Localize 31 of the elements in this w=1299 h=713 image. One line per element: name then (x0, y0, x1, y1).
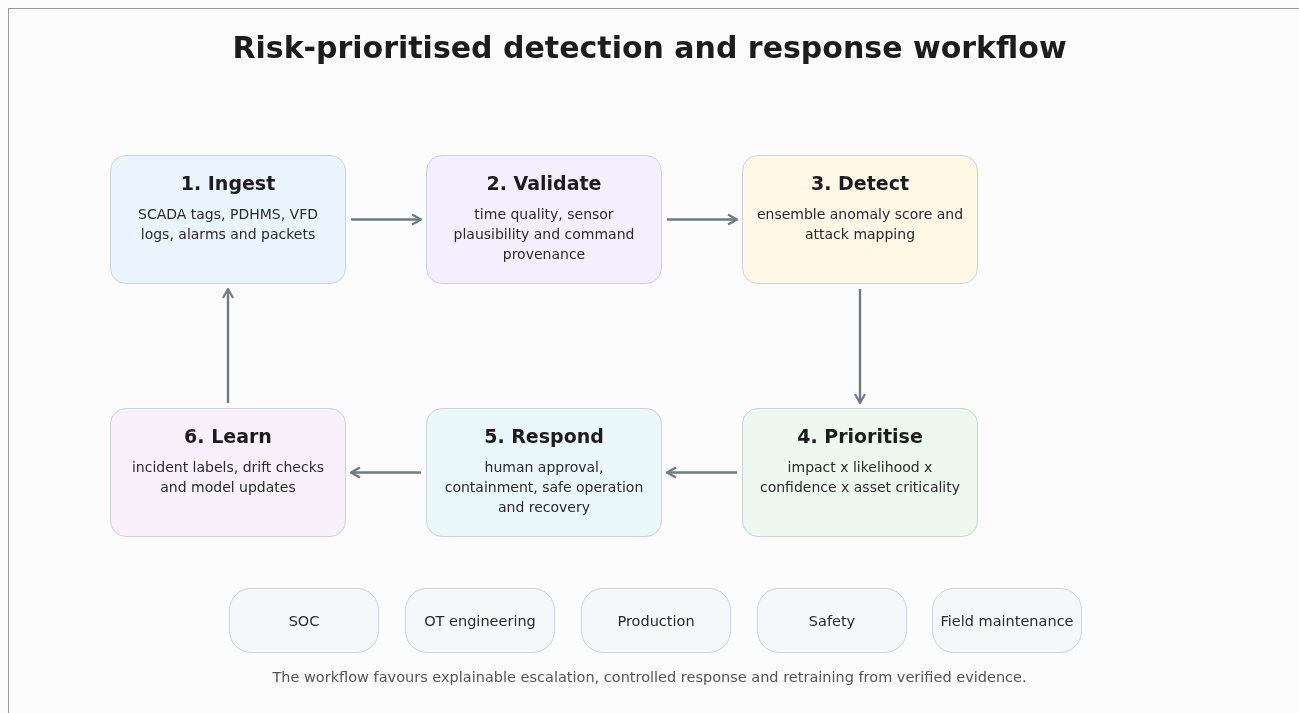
step-description: time quality, sensor plausibility and command provenance (452, 205, 636, 264)
team-chip: Safety (757, 588, 907, 653)
team-chip: OT engineering (405, 588, 555, 653)
step-heading: 3. Detect (811, 172, 909, 194)
team-chip: SOC (229, 588, 379, 653)
arrow (667, 213, 739, 226)
step-heading: 6. Learn (184, 425, 272, 447)
step-box (426, 408, 662, 537)
team-chip: Field maintenance (932, 588, 1082, 653)
step-box (426, 155, 662, 284)
team-chip: Production (581, 588, 731, 653)
step-box (110, 408, 346, 537)
diagram-title: Risk-prioritised detection and response workflow (231, 30, 1068, 65)
arrow (853, 289, 867, 405)
step-box (742, 155, 978, 284)
arrow (665, 466, 737, 479)
step-description: incident labels, drift checks and model updates (130, 458, 326, 497)
step-heading: 2. Validate (486, 172, 602, 194)
arrow (221, 287, 235, 403)
step-description: human approval, containment, safe operation and recovery (443, 458, 645, 517)
caption: The workflow favours explainable escalation, controlled response and retraining from verified evidence. (271, 669, 1028, 685)
step-description: SCADA tags, PDHMS, VFD logs, alarms and packets (137, 205, 319, 244)
step-description: impact x likelihood x confidence x asset criticality (758, 458, 962, 497)
step-box (742, 408, 978, 537)
step-heading: 1. Ingest (180, 172, 276, 194)
arrow (349, 466, 421, 479)
step-description: ensemble anomaly score and attack mapping (755, 205, 965, 244)
step-box (110, 155, 346, 284)
arrow (351, 213, 423, 226)
step-heading: 4. Prioritise (797, 425, 923, 447)
step-heading: 5. Respond (484, 425, 604, 447)
